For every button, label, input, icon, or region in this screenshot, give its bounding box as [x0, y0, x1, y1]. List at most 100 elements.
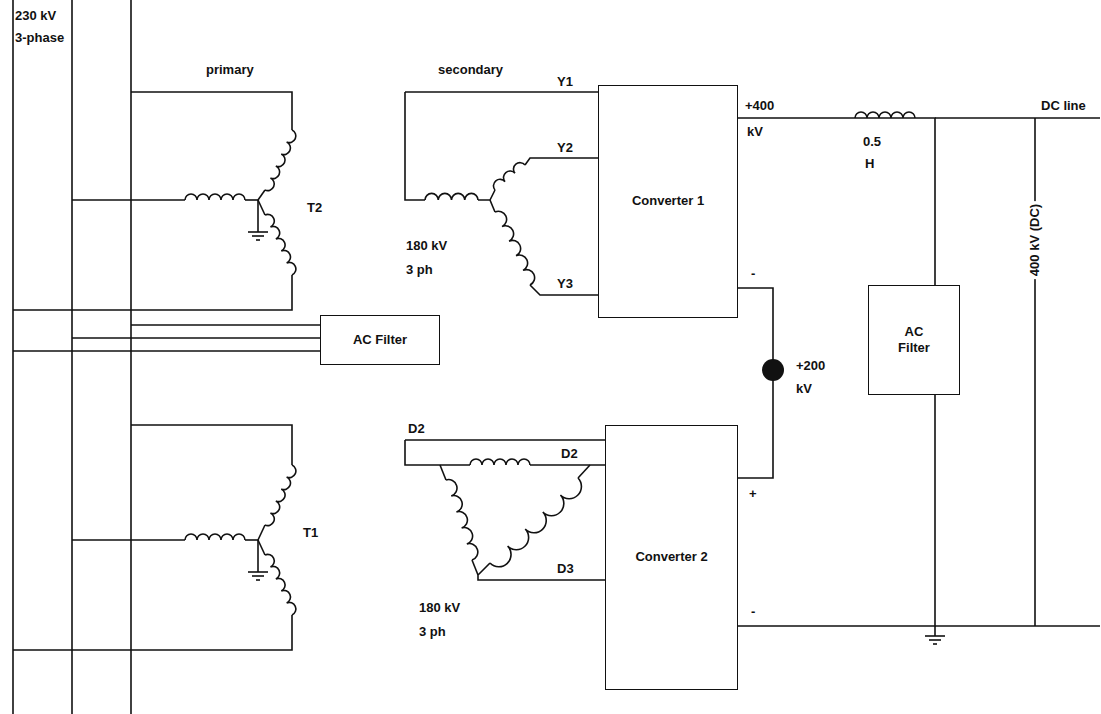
transformer-name: T1	[302, 525, 319, 541]
ground-symbol	[929, 639, 941, 641]
wire	[258, 190, 265, 200]
primary-winding	[265, 130, 296, 191]
wire	[131, 92, 292, 130]
ground-symbol	[256, 239, 260, 241]
winding-label: primary	[205, 62, 255, 78]
unit-label: kV	[795, 381, 813, 397]
wire	[13, 275, 292, 310]
wire	[405, 92, 425, 200]
wire	[578, 465, 590, 478]
inductance-value: 0.5	[862, 134, 882, 150]
wire	[525, 158, 598, 165]
dc-return-line	[935, 625, 1100, 627]
wire	[245, 539, 258, 541]
dc-connector	[738, 118, 935, 285]
voltage-label: 180 kV	[405, 238, 448, 254]
ground-lead	[257, 562, 259, 572]
ground-lead	[257, 200, 259, 222]
ground-symbol	[925, 635, 945, 637]
box-label: AC Filter	[898, 324, 930, 357]
polarity-sign: +	[748, 486, 758, 502]
ground-symbol	[933, 643, 937, 645]
converter-box: Converter 2	[605, 425, 738, 690]
phase-terminal: Y3	[556, 276, 574, 292]
wire	[72, 199, 185, 201]
transformer-name: T2	[306, 200, 323, 216]
dc-connector	[738, 395, 935, 626]
filter-feeder	[72, 337, 320, 339]
phase-terminal: D2	[407, 421, 426, 437]
unit-label: kV	[746, 124, 764, 140]
primary-winding	[185, 534, 245, 540]
wire	[478, 190, 495, 200]
box-label: Converter 2	[635, 549, 707, 565]
wire	[490, 200, 495, 212]
ground-lead	[934, 626, 936, 636]
phase-terminal: Y1	[556, 74, 574, 90]
wire	[530, 464, 605, 466]
voltage-label: +200	[795, 358, 826, 374]
box-label: AC Filter	[353, 332, 407, 348]
wire	[405, 91, 598, 93]
phase-label: 3-phase	[14, 30, 65, 46]
bus-line	[12, 0, 14, 714]
voltage-label: +400	[744, 98, 775, 114]
ground-symbol	[248, 231, 268, 233]
ground-lead	[257, 540, 259, 562]
delta-winding	[470, 459, 530, 465]
bus-line	[71, 0, 73, 714]
voltage-marker-line	[1034, 118, 1036, 626]
wire	[258, 540, 265, 555]
filter-feeder	[13, 350, 320, 352]
delta-winding	[490, 478, 581, 567]
voltage-label: 230 kV	[14, 8, 57, 24]
phase-terminal: Y2	[556, 140, 574, 156]
wire	[478, 563, 605, 580]
voltage-label: 180 kV	[418, 600, 461, 616]
dc-line	[935, 117, 1100, 119]
secondary-winding	[425, 193, 478, 200]
line-label: DC line	[1040, 98, 1087, 114]
filter-box: AC Filter	[320, 315, 440, 365]
ground-symbol	[252, 575, 264, 577]
bus-line	[130, 0, 132, 714]
ground-symbol	[252, 235, 264, 237]
phase-label: 3 ph	[405, 262, 434, 278]
winding-label: secondary	[437, 62, 504, 78]
dc-connector	[738, 288, 773, 478]
wire	[258, 200, 265, 215]
wire	[440, 465, 446, 480]
phase-terminal: D2	[560, 446, 579, 462]
voltage-label: 400 kV (DC)	[1027, 201, 1043, 279]
primary-winding	[265, 554, 296, 615]
box-label: Converter 1	[632, 193, 704, 209]
phase-terminal: D3	[556, 561, 575, 577]
junction-dot	[762, 359, 784, 381]
filter-feeder	[131, 324, 320, 326]
primary-winding	[185, 194, 245, 200]
ground-symbol	[248, 571, 268, 573]
primary-winding	[265, 214, 296, 275]
unit-label: H	[864, 156, 875, 172]
phase-label: 3 ph	[418, 624, 447, 640]
delta-winding	[446, 480, 478, 560]
wire	[72, 539, 185, 541]
smoothing-reactor	[855, 112, 915, 118]
polarity-sign: -	[750, 266, 756, 282]
converter-box: Converter 1	[598, 85, 738, 318]
ground-symbol	[256, 579, 260, 581]
ground-lead	[257, 222, 259, 232]
wire	[258, 525, 265, 540]
wire	[405, 439, 605, 441]
secondary-winding	[493, 163, 525, 190]
wire	[13, 615, 292, 650]
wire	[472, 560, 478, 575]
secondary-winding	[495, 211, 535, 285]
wire	[131, 425, 292, 465]
primary-winding	[265, 465, 296, 526]
wire	[405, 440, 470, 465]
polarity-sign: -	[750, 604, 756, 620]
filter-box: AC Filter	[868, 285, 960, 395]
wire	[245, 199, 258, 201]
